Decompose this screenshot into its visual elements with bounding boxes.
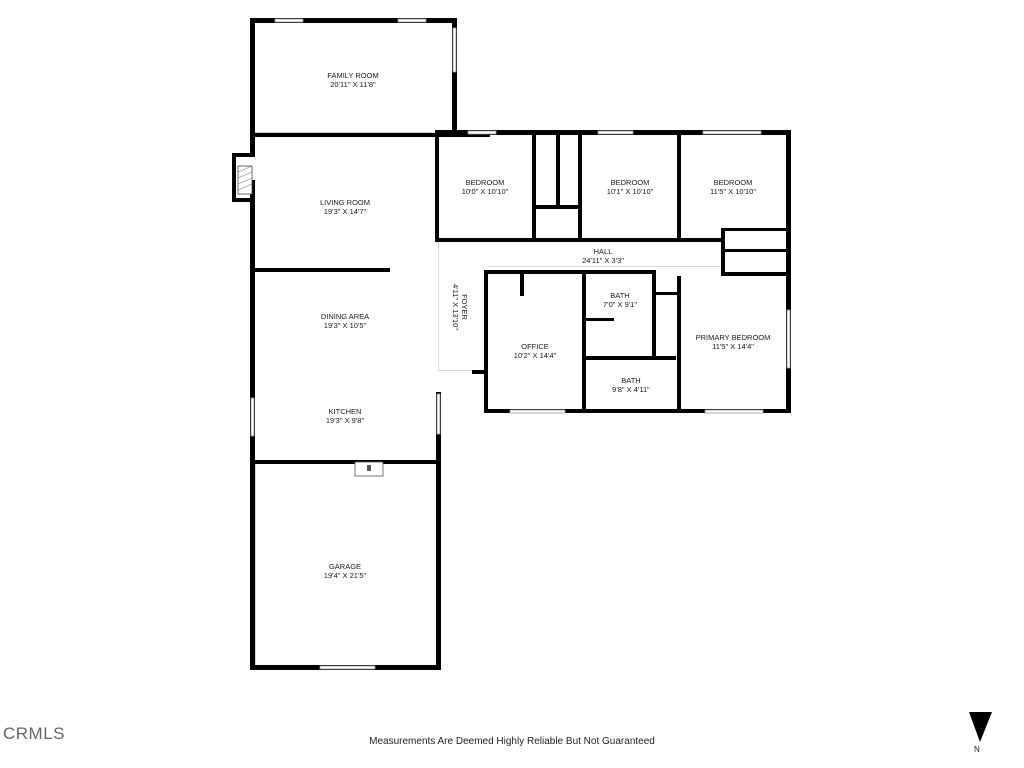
- disclaimer-text: Measurements Are Deemed Highly Reliable …: [369, 736, 655, 747]
- room-garage: GARAGE 19'4" X 21'5": [295, 562, 395, 580]
- room-name: FOYER: [460, 294, 469, 320]
- room-family-room: FAMILY ROOM 20'11" X 11'8": [303, 71, 403, 89]
- room-dims: 19'3" X 10'5": [323, 321, 367, 330]
- room-hall: HALL 24'11" X 3'3": [563, 247, 643, 265]
- garage-step-icon: [354, 461, 384, 477]
- room-dims: 4'11" X 13'10": [451, 284, 460, 330]
- room-dims: 11'5" X 14'4": [712, 342, 754, 351]
- room-name: GARAGE: [328, 562, 362, 571]
- room-name: BATH: [610, 291, 630, 300]
- room-bedroom-3: BEDROOM 11'5" X 10'10": [693, 178, 773, 196]
- room-name: OFFICE: [521, 342, 549, 351]
- room-dining-area: DINING AREA 19'3" X 10'5": [295, 312, 395, 330]
- fireplace-icon: [237, 165, 253, 195]
- room-name: HALL: [593, 247, 613, 256]
- room-primary-bedroom: PRIMARY BEDROOM 11'5" X 14'4": [683, 333, 783, 351]
- room-name: BEDROOM: [713, 178, 753, 187]
- room-dims: 11'5" X 10'10": [710, 187, 756, 196]
- room-dims: 10'0" X 10'10": [461, 187, 509, 196]
- room-dims: 10'2" X 14'4": [513, 351, 557, 360]
- room-office: OFFICE 10'2" X 14'4": [495, 342, 575, 360]
- room-dims: 19'3" X 9'8": [325, 416, 365, 425]
- room-bath-2: BATH 9'8" X 4'11": [601, 376, 661, 394]
- room-dims: 10'1" X 10'10": [606, 187, 654, 196]
- north-arrow-icon: [969, 712, 992, 742]
- room-dims: 9'8" X 4'11": [612, 385, 650, 394]
- room-name: BEDROOM: [465, 178, 505, 187]
- windows: [250, 18, 791, 670]
- room-dims: 19'4" X 21'5": [323, 571, 367, 580]
- room-bedroom-1: BEDROOM 10'0" X 10'10": [445, 178, 525, 196]
- north-label: N: [974, 745, 980, 754]
- room-name: BEDROOM: [610, 178, 650, 187]
- room-name: KITCHEN: [328, 407, 362, 416]
- room-dims: 19'3" X 14'7": [323, 207, 367, 216]
- room-foyer: FOYER 4'11" X 13'10": [451, 267, 469, 347]
- room-bedroom-2: BEDROOM 10'1" X 10'10": [590, 178, 670, 196]
- room-name: DINING AREA: [320, 312, 370, 321]
- room-dims: 24'11" X 3'3": [582, 256, 624, 265]
- room-dims: 20'11" X 11'8": [330, 80, 376, 89]
- room-bath-1: BATH 7'0" X 9'1": [590, 291, 650, 309]
- crmls-watermark: CRMLS: [3, 724, 66, 743]
- room-name: PRIMARY BEDROOM: [695, 333, 771, 342]
- room-name: FAMILY ROOM: [327, 71, 379, 80]
- room-name: BATH: [621, 376, 641, 385]
- room-dims: 7'0" X 9'1": [602, 300, 638, 309]
- room-living-room: LIVING ROOM 19'3" X 14'7": [295, 198, 395, 216]
- room-kitchen: KITCHEN 19'3" X 9'8": [295, 407, 395, 425]
- room-name: LIVING ROOM: [319, 198, 370, 207]
